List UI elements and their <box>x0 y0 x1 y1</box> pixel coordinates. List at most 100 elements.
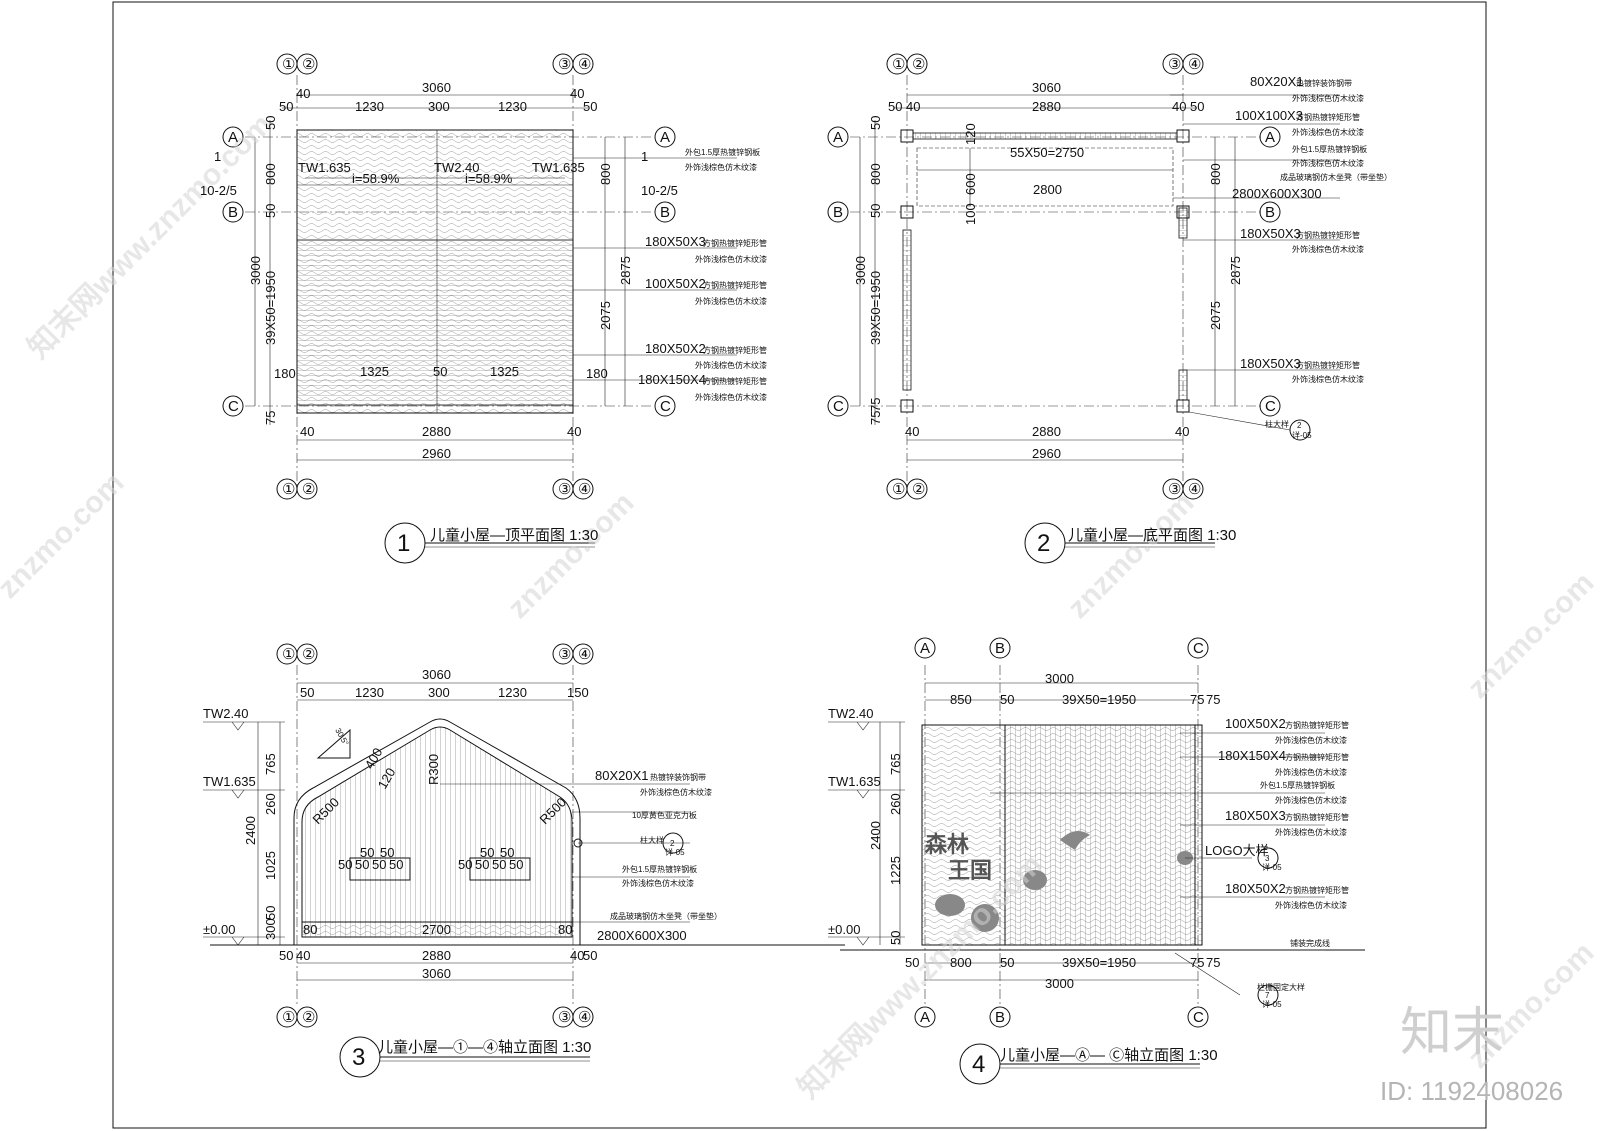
level-label: ±0.00 <box>203 922 235 937</box>
svg-text:③: ③ <box>558 56 571 73</box>
sheet-border <box>112 1 1487 1129</box>
note-text: 外饰浅棕色仿木纹漆 <box>685 162 757 172</box>
note-text: 外饰浅棕色仿木纹漆 <box>1292 244 1364 254</box>
dim-label: 39X50=1950 <box>1062 692 1136 707</box>
level-label: TW2.40 <box>434 160 480 175</box>
note-text: 外包1.5厚热镀锌钢板 <box>622 864 697 874</box>
note-text: 方钢热镀锌矩形管 <box>703 280 767 290</box>
dim-label: 800 <box>263 163 278 185</box>
elephant-icon <box>935 894 965 916</box>
dim-label: 2880 <box>1032 99 1061 114</box>
note-text: 方钢热镀锌矩形管 <box>1296 230 1360 240</box>
note-text: 外饰浅棕色仿木纹漆 <box>695 360 767 370</box>
dim-label: 2800 <box>1033 182 1062 197</box>
level-label: TW1.635 <box>203 774 256 789</box>
dim-label: 75 <box>1190 955 1204 970</box>
dim-label: 50 <box>888 99 902 114</box>
sign-text: 森林 <box>925 832 969 857</box>
view-roof-plan <box>222 53 737 564</box>
slope-label: i=58.9% <box>465 171 513 186</box>
dim-label: 40 <box>906 99 920 114</box>
detail-ref: 详-05 <box>1262 999 1282 1009</box>
view-number: 4 <box>972 1051 985 1078</box>
svg-text:②: ② <box>302 481 315 498</box>
dim-label: 40 <box>1172 99 1186 114</box>
view-elevation-a-c <box>828 637 1365 1085</box>
dim-label: 1325 <box>490 364 519 379</box>
dim-label: 300 <box>428 99 450 114</box>
dim-label: 50 <box>380 845 394 860</box>
dim-label: 1230 <box>355 685 384 700</box>
level-label: TW2.40 <box>828 706 874 721</box>
dim-label: R300 <box>426 754 441 785</box>
svg-text:B: B <box>228 204 238 221</box>
dim-label: 100 <box>963 203 978 225</box>
note-text: 180X150X4 <box>1218 748 1286 763</box>
dim-label: 1025 <box>263 851 278 880</box>
view-title: 儿童小屋—①—④轴立面图 1:30 <box>378 1038 591 1056</box>
dim-label: 3060 <box>422 667 451 682</box>
dim-label: 50 <box>263 116 278 130</box>
detail-ref: 7 <box>1265 991 1270 1000</box>
dim-label: 50 <box>279 99 293 114</box>
dim-label: 50 <box>1000 692 1014 707</box>
view-title: 儿童小屋—底平面图 1:30 <box>1068 526 1236 544</box>
note-text: 180X50X3 <box>645 234 706 249</box>
note-text: 方钢热镀锌矩形管 <box>1285 720 1349 730</box>
detail-ref-bubble <box>1289 419 1311 441</box>
svg-text:A: A <box>660 129 670 146</box>
section-mark: 10-2/5 <box>200 183 237 198</box>
dim-label: 800 <box>950 955 972 970</box>
note-text: 2800X600X300 <box>597 928 687 943</box>
svg-text:C: C <box>1193 1009 1204 1026</box>
note-text: 外包1.5厚热镀锌钢板 <box>685 147 760 157</box>
svg-text:C: C <box>1193 640 1204 657</box>
dim-label: 40 <box>570 86 584 101</box>
dim-label: 1230 <box>498 685 527 700</box>
note-text: 方钢热镀锌矩形管 <box>703 376 767 386</box>
svg-text:①: ① <box>282 56 295 73</box>
watermark-text: znzmo.com <box>502 486 641 625</box>
dim-label: 50 <box>360 845 374 860</box>
note-text: 成品玻璃钢仿木坐凳（带坐垫） <box>1280 172 1392 182</box>
fix-ref-bubble <box>1257 984 1279 1006</box>
detail-ref: 详-05 <box>1292 430 1312 440</box>
dim-label: 2875 <box>1228 256 1243 285</box>
note-text: 外包1.5厚热镀锌钢板 <box>1292 144 1367 154</box>
dim-label: 40 <box>296 948 310 963</box>
note-text: 180X50X2 <box>1225 881 1286 896</box>
note-text: 180X150X4 <box>638 372 706 387</box>
dim-label: 50 <box>509 857 523 872</box>
dim-label: 2960 <box>422 446 451 461</box>
dim-label: 50 <box>888 931 903 945</box>
watermark-text: 知末网www.znzmo.com <box>792 848 1049 1105</box>
dim-label: 75 <box>1206 955 1220 970</box>
dim-label: 40 <box>296 86 310 101</box>
note-text: 方钢热镀锌矩形管 <box>1285 885 1349 895</box>
note-text: 100X50X2 <box>1225 716 1286 731</box>
dim-label: 1325 <box>360 364 389 379</box>
svg-text:C: C <box>228 398 239 415</box>
dim-label: 1225 <box>888 856 903 885</box>
detail-ref: 详-05 <box>1262 862 1282 872</box>
dim-label: 2400 <box>243 816 258 845</box>
level-label: ±0.00 <box>828 922 860 937</box>
dim-label: 2960 <box>1032 446 1061 461</box>
note-text: 外饰浅棕色仿木纹漆 <box>1275 767 1347 777</box>
level-label: TW2.40 <box>203 706 249 721</box>
svg-text:①: ① <box>282 481 295 498</box>
section-mark: 1 <box>214 149 221 164</box>
svg-text:C: C <box>1265 398 1276 415</box>
dim-label: 55X50=2750 <box>1010 145 1084 160</box>
bench-outline <box>916 147 1174 207</box>
dim-label: 75 <box>1206 692 1220 707</box>
svg-text:④: ④ <box>578 56 591 73</box>
detail-ref: 2 <box>670 839 675 848</box>
window-left <box>349 857 411 881</box>
detail-ref: 2 <box>1297 421 1302 430</box>
svg-text:③: ③ <box>558 481 571 498</box>
dim-label: 3000 <box>1045 671 1074 686</box>
note-text: 外饰浅棕色仿木纹漆 <box>1292 93 1364 103</box>
dim-label: 50 <box>338 857 352 872</box>
